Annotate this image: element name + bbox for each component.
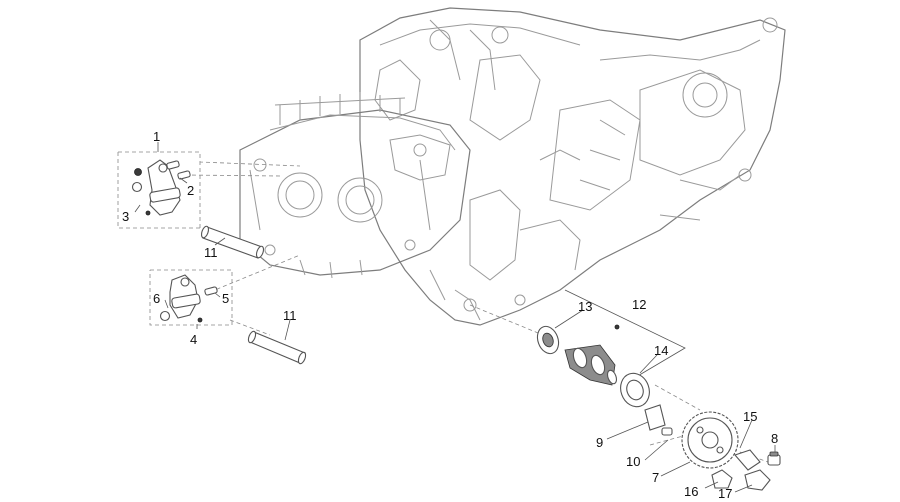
callout-4: 4	[190, 332, 198, 347]
camshaft-group	[536, 324, 650, 408]
callout-2: 2	[187, 183, 195, 198]
callout-17: 17	[718, 486, 733, 501]
callout-8: 8	[771, 431, 779, 446]
crankcase-illustration	[239, 7, 786, 326]
callout-3: 3	[122, 209, 130, 224]
callout-16: 16	[684, 484, 699, 499]
callout-6: 6	[153, 291, 161, 306]
callout-10: 10	[626, 454, 641, 469]
callout-5: 5	[222, 291, 230, 306]
callout-13: 13	[578, 299, 593, 314]
callout-14: 14	[654, 343, 669, 358]
sprocket-group	[644, 404, 781, 491]
callout-12: 12	[632, 297, 647, 312]
rocker-shafts	[200, 225, 307, 365]
rocker-arm-exhaust	[159, 274, 218, 323]
rocker-arm-intake	[131, 159, 191, 216]
callout-11-upper: 11	[204, 245, 218, 260]
callout-1: 1	[153, 129, 161, 144]
callout-7: 7	[652, 470, 660, 485]
callout-15: 15	[743, 409, 758, 424]
callout-9: 9	[596, 435, 604, 450]
assembly-guide-lines	[117, 151, 769, 463]
leader-lines	[134, 142, 776, 493]
callout-11-lower: 11	[283, 308, 297, 323]
